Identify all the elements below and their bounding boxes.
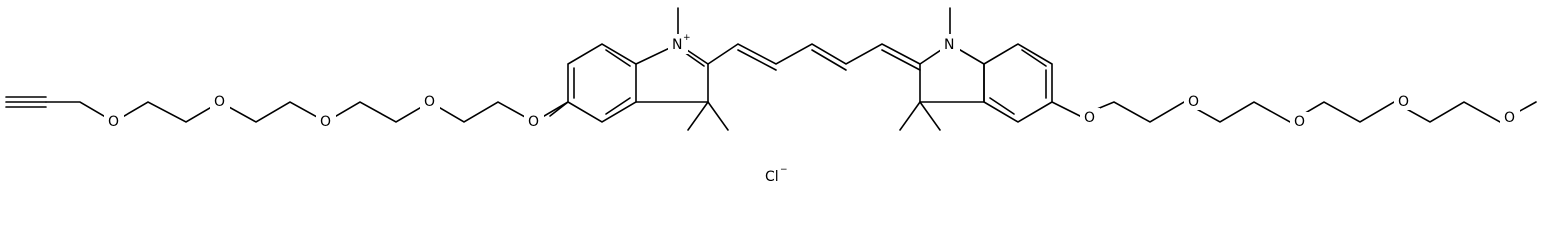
oxygen-atom-5: O bbox=[528, 114, 539, 130]
right-indoline-ring bbox=[899, 7, 1081, 131]
polymethine-bridge bbox=[707, 43, 921, 71]
oxygen-atom-7: O bbox=[1188, 94, 1199, 110]
alkyne-triple-bond bbox=[5, 96, 47, 108]
oxygen-atom-8: O bbox=[1294, 114, 1305, 130]
left-indolium-ring bbox=[549, 7, 729, 131]
nitrogen-cation-atom: N bbox=[672, 37, 682, 53]
oxygen-atom-4: O bbox=[424, 94, 435, 110]
cation-charge: + bbox=[683, 33, 691, 43]
oxygen-atom-10: O bbox=[1504, 110, 1515, 126]
left-peg-chain bbox=[45, 101, 569, 123]
molecule-drawing: O O O O O N + N O O O O O Cl − bbox=[5, 7, 1537, 185]
chloride-counter-ion: Cl bbox=[765, 169, 779, 185]
structure-canvas: O O O O O N + N O O O O O Cl − bbox=[5, 7, 1537, 185]
oxygen-atom-3: O bbox=[320, 114, 331, 130]
chloride-charge: − bbox=[780, 165, 788, 175]
oxygen-atom-9: O bbox=[1398, 94, 1409, 110]
oxygen-atom-6: O bbox=[1084, 110, 1095, 126]
nitrogen-atom: N bbox=[944, 37, 954, 53]
oxygen-atom-1: O bbox=[108, 114, 119, 130]
oxygen-atom-2: O bbox=[214, 94, 225, 110]
